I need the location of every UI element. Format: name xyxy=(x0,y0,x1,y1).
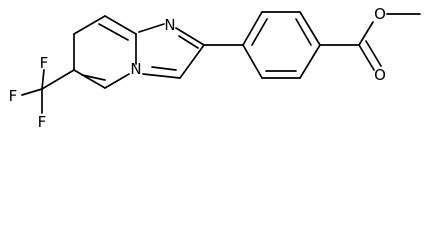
atom-label-o-ester: O xyxy=(374,5,386,23)
atom-label-f-left: F xyxy=(9,87,18,105)
benzene-ring xyxy=(242,11,321,79)
methyl-ester-group xyxy=(319,13,421,71)
atom-label-n-bridge: N xyxy=(130,60,141,78)
atom-label-f-top: F xyxy=(40,54,49,72)
chemical-structure: N N O O F F F xyxy=(9,5,421,131)
atom-label-n-ring: N xyxy=(164,16,175,34)
pyridine-ring xyxy=(73,15,137,89)
atom-label-f-bottom: F xyxy=(38,113,47,131)
atom-label-o-carbonyl: O xyxy=(374,66,386,84)
imidazole-ring xyxy=(138,23,205,79)
trifluoromethyl-group xyxy=(21,69,75,114)
